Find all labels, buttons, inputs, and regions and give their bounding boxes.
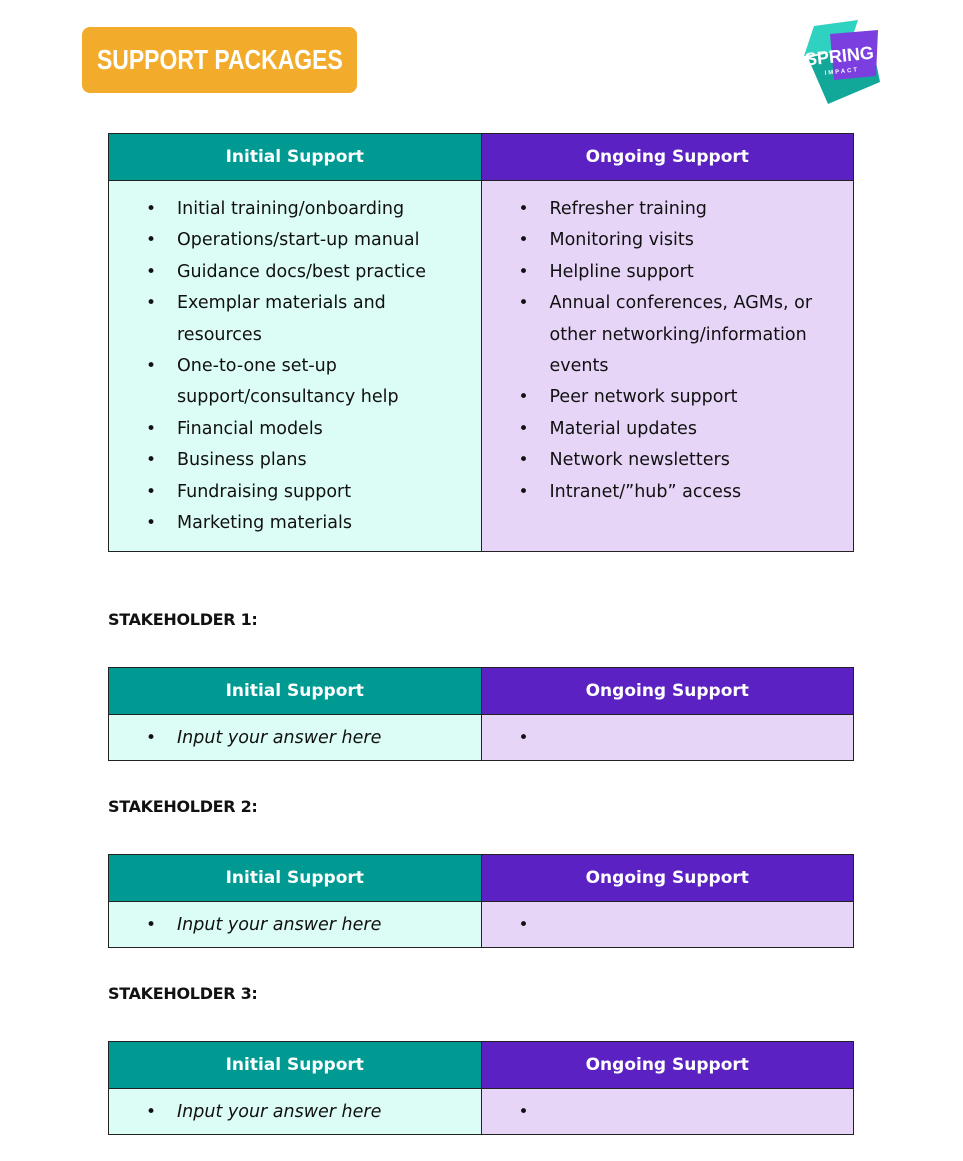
- ongoing-answer-list: [482, 902, 854, 941]
- list-item: Marketing materials: [109, 508, 481, 540]
- initial-support-header: Initial Support: [108, 133, 482, 181]
- list-item: Operations/start-up manual: [109, 225, 481, 257]
- answer-placeholder[interactable]: Input your answer here: [109, 910, 481, 942]
- page-title-badge: SUPPORT PACKAGES: [82, 27, 357, 93]
- initial-answer-list: Input your answer here: [109, 715, 481, 760]
- initial-support-header: Initial Support: [108, 854, 482, 902]
- ongoing-support-header: Ongoing Support: [480, 1041, 854, 1089]
- initial-support-cell: Initial training/onboarding Operations/s…: [108, 179, 482, 553]
- stakeholder-2-ongoing-input[interactable]: [480, 900, 854, 949]
- table-header-row: Initial Support Ongoing Support: [108, 667, 854, 715]
- list-item: Intranet/”hub” access: [482, 477, 854, 509]
- list-item: Refresher training: [482, 194, 854, 226]
- initial-support-header: Initial Support: [108, 667, 482, 715]
- ongoing-support-cell: Refresher training Monitoring visits Hel…: [480, 179, 854, 553]
- stakeholder-1-label: STAKEHOLDER 1:: [108, 610, 258, 629]
- list-item: Financial models: [109, 414, 481, 446]
- initial-answer-list: Input your answer here: [109, 1089, 481, 1134]
- ongoing-support-header: Ongoing Support: [480, 667, 854, 715]
- list-item: Fundraising support: [109, 477, 481, 509]
- list-item: Annual conferences, AGMs, or other netwo…: [482, 288, 854, 382]
- logo-text-bottom: IMPACT: [824, 67, 859, 77]
- table-header-row: Initial Support Ongoing Support: [108, 133, 854, 181]
- stakeholder-1-initial-input[interactable]: Input your answer here: [108, 713, 482, 762]
- table-body-row: Initial training/onboarding Operations/s…: [108, 179, 854, 553]
- list-item: Business plans: [109, 445, 481, 477]
- stakeholder-2-table: Initial Support Ongoing Support Input yo…: [108, 854, 854, 949]
- list-item: One-to-one set-up support/consultancy he…: [109, 351, 481, 414]
- answer-placeholder[interactable]: Input your answer here: [109, 723, 481, 755]
- ongoing-support-list: Refresher training Monitoring visits Hel…: [482, 181, 854, 520]
- stakeholder-3-table: Initial Support Ongoing Support Input yo…: [108, 1041, 854, 1136]
- answer-placeholder[interactable]: Input your answer here: [109, 1097, 481, 1129]
- ongoing-answer-list: [482, 715, 854, 754]
- table-body-row: Input your answer here: [108, 713, 854, 762]
- stakeholder-3-initial-input[interactable]: Input your answer here: [108, 1087, 482, 1136]
- list-item: Monitoring visits: [482, 225, 854, 257]
- list-item: Guidance docs/best practice: [109, 257, 481, 289]
- table-header-row: Initial Support Ongoing Support: [108, 1041, 854, 1089]
- initial-support-list: Initial training/onboarding Operations/s…: [109, 181, 481, 551]
- initial-support-header: Initial Support: [108, 1041, 482, 1089]
- stakeholder-1-table: Initial Support Ongoing Support Input yo…: [108, 667, 854, 762]
- stakeholder-1-ongoing-input[interactable]: [480, 713, 854, 762]
- stakeholder-2-label: STAKEHOLDER 2:: [108, 797, 258, 816]
- page-title: SUPPORT PACKAGES: [96, 44, 343, 75]
- ongoing-answer-list: [482, 1089, 854, 1128]
- stakeholder-3-label: STAKEHOLDER 3:: [108, 984, 258, 1003]
- list-item: Peer network support: [482, 382, 854, 414]
- stakeholder-3-ongoing-input[interactable]: [480, 1087, 854, 1136]
- stakeholder-2-initial-input[interactable]: Input your answer here: [108, 900, 482, 949]
- ongoing-support-header: Ongoing Support: [480, 133, 854, 181]
- list-item: Material updates: [482, 414, 854, 446]
- list-item: Exemplar materials and resources: [109, 288, 481, 351]
- table-header-row: Initial Support Ongoing Support: [108, 854, 854, 902]
- list-item: Helpline support: [482, 257, 854, 289]
- spring-impact-logo: SPRING IMPACT: [804, 20, 880, 104]
- support-packages-table: Initial Support Ongoing Support Initial …: [108, 133, 854, 553]
- ongoing-support-header: Ongoing Support: [480, 854, 854, 902]
- initial-answer-list: Input your answer here: [109, 902, 481, 947]
- table-body-row: Input your answer here: [108, 900, 854, 949]
- table-body-row: Input your answer here: [108, 1087, 854, 1136]
- list-item: Network newsletters: [482, 445, 854, 477]
- list-item: Initial training/onboarding: [109, 194, 481, 226]
